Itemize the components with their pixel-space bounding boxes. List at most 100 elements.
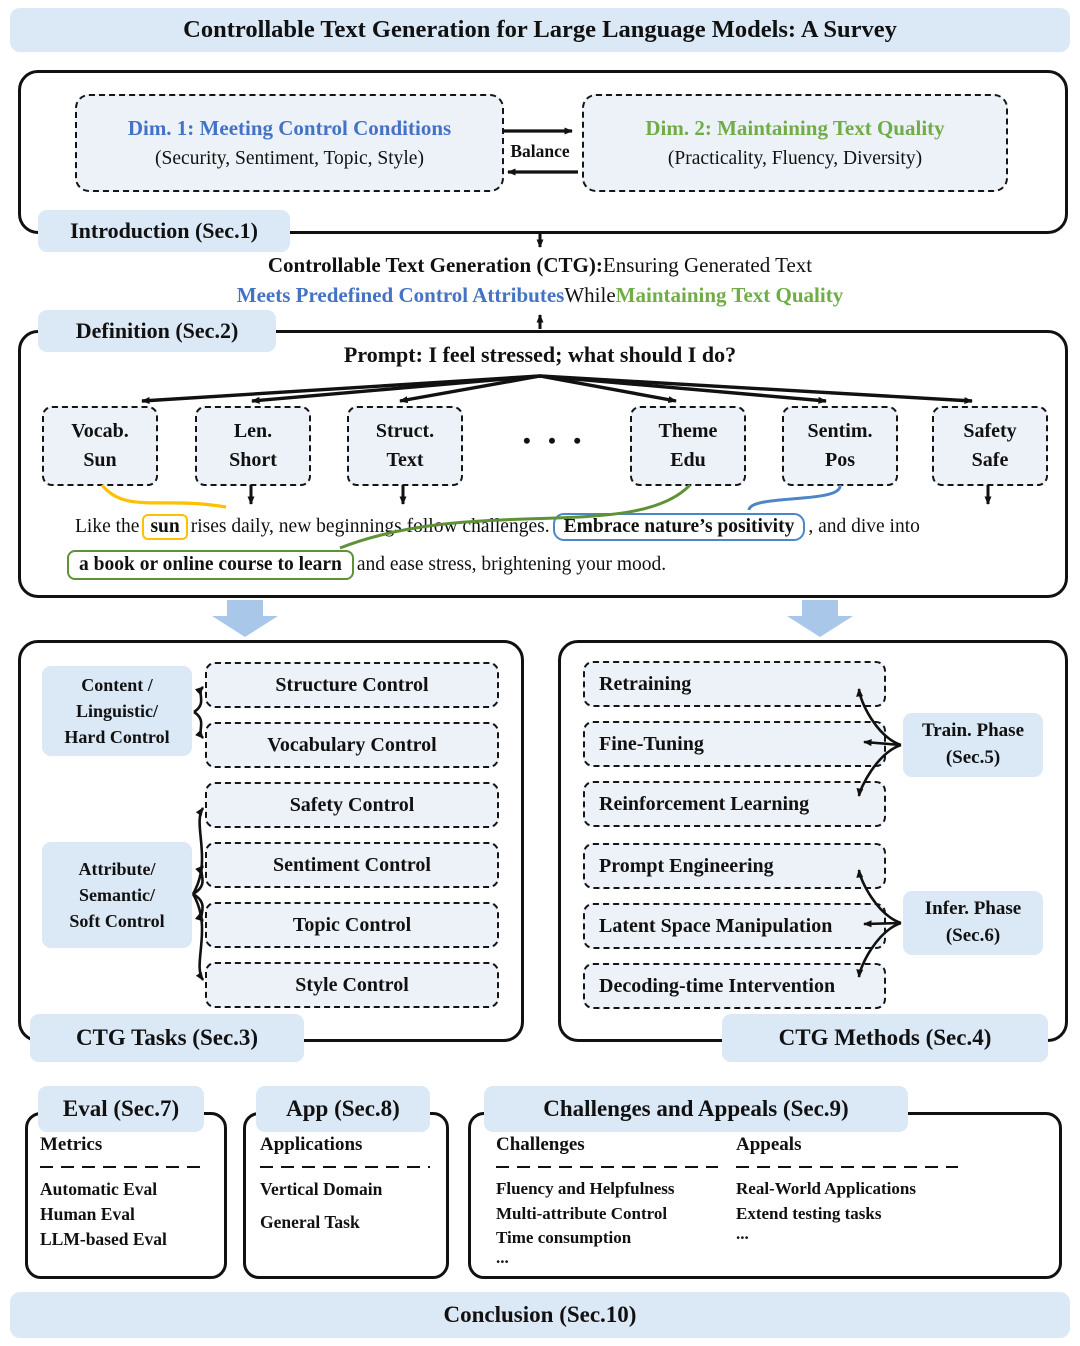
attr-theme-line2: Edu [670, 449, 706, 471]
task-box-style: Style Control [205, 962, 499, 1008]
tasks-section-label: CTG Tasks (Sec.3) [30, 1014, 304, 1062]
sentence-part2: rises daily, new beginnings follow chall… [190, 515, 550, 537]
attr-sentim-line2: Pos [825, 449, 855, 471]
appeals-divider [736, 1165, 958, 1169]
methods-section-label: CTG Methods (Sec.4) [722, 1014, 1048, 1062]
challenges-section-label: Challenges and Appeals (Sec.9) [484, 1086, 908, 1132]
eval-item: LLM-based Eval [40, 1229, 167, 1250]
balance-label: Balance [510, 140, 570, 161]
example-sentence-line2: a book or online course to learn and eas… [64, 546, 666, 584]
challenges-header: Challenges [496, 1134, 585, 1155]
method-box-prompt-engineering: Prompt Engineering [583, 843, 886, 889]
dim2-title: Dim. 2: Maintaining Text Quality [645, 115, 945, 140]
challenges-divider [496, 1165, 718, 1169]
example-sentence-line1: Like the sun rises daily, new beginnings… [75, 508, 920, 545]
challenges-item: Multi-attribute Control [496, 1203, 668, 1223]
attr-box-len: Len. Short [195, 406, 311, 486]
soft-control-group-label: Attribute/ Semantic/ Soft Control [42, 842, 192, 948]
infer-phase-line2: (Sec.6) [945, 925, 1001, 946]
eval-header: Metrics [40, 1134, 103, 1155]
prompt-text: Prompt: I feel stressed; what should I d… [343, 342, 737, 367]
attr-len-line1: Len. [233, 420, 273, 442]
methods-block-arrow [787, 600, 853, 637]
attr-struct-line2: Text [386, 449, 424, 471]
method-box-decoding-time: Decoding-time Intervention [583, 963, 886, 1009]
soft-group-line1: Attribute/ [78, 858, 156, 879]
introduction-section-label: Introduction (Sec.1) [38, 210, 290, 252]
train-phase-label: Train. Phase (Sec.5) [903, 713, 1043, 777]
challenges-item: Time consumption [496, 1227, 632, 1247]
method-box-reinforcement: Reinforcement Learning [583, 781, 886, 827]
hard-control-group-label: Content / Linguistic/ Hard Control [42, 666, 192, 756]
app-section-label: App (Sec.8) [256, 1086, 430, 1132]
method-box-finetuning: Fine-Tuning [583, 721, 886, 767]
soft-group-line2: Semantic/ [79, 884, 155, 905]
train-phase-line2: (Sec.5) [945, 747, 1001, 768]
task-box-topic: Topic Control [205, 902, 499, 948]
soft-group-line3: Soft Control [69, 911, 165, 932]
attr-struct-line1: Struct. [375, 420, 435, 442]
ctg-definition-blue: Meets Predefined Control Attributes [236, 283, 565, 307]
eval-item: Human Eval [40, 1204, 135, 1225]
conclusion-bar: Conclusion (Sec.10) [10, 1292, 1070, 1338]
ctg-definition-mid: While [564, 283, 616, 307]
appeals-item: Real-World Applications [736, 1179, 916, 1199]
definition-section-label: Definition (Sec.2) [38, 310, 276, 352]
dim1-box: Dim. 1: Meeting Control Conditions (Secu… [75, 94, 504, 192]
attr-theme-line1: Theme [658, 420, 718, 442]
hard-group-line3: Hard Control [64, 727, 170, 748]
hard-group-line2: Linguistic/ [75, 700, 159, 721]
method-box-retraining: Retraining [583, 661, 886, 707]
attr-safety-line2: Safe [971, 449, 1009, 471]
task-box-structure: Structure Control [205, 662, 499, 708]
attr-vocab-line1: Vocab. [71, 420, 129, 442]
attr-sentim-line1: Sentim. [807, 420, 873, 442]
appeals-item: Extend testing tasks [736, 1203, 882, 1223]
attr-len-line2: Short [229, 449, 277, 471]
dim2-subtitle: (Practicality, Fluency, Diversity) [667, 148, 923, 170]
appeals-item: ... [736, 1223, 749, 1243]
eval-content: Metrics Automatic Eval Human Eval LLM-ba… [40, 1132, 206, 1252]
task-box-vocabulary: Vocabulary Control [205, 722, 499, 768]
highlight-sun: sun [142, 513, 188, 540]
hard-group-line1: Content / [81, 674, 153, 695]
attr-vocab-line2: Sun [83, 449, 117, 471]
infer-phase-label: Infer. Phase (Sec.6) [903, 891, 1043, 955]
attr-box-theme: Theme Edu [630, 406, 746, 486]
appeals-header: Appeals [736, 1134, 802, 1155]
attr-safety-line1: Safety [963, 420, 1017, 442]
eval-divider [40, 1165, 206, 1169]
task-box-sentiment: Sentiment Control [205, 842, 499, 888]
infer-phase-line1: Infer. Phase [924, 898, 1022, 920]
ctg-definition-green: Maintaining Text Quality [615, 283, 844, 307]
dim1-subtitle: (Security, Sentiment, Topic, Style) [155, 148, 424, 170]
appeals-column: Appeals Real-World Applications Extend t… [736, 1132, 976, 1243]
dim1-title: Dim. 1: Meeting Control Conditions [127, 115, 452, 140]
eval-item: Automatic Eval [40, 1179, 158, 1200]
attr-box-vocab: Vocab. Sun [42, 406, 158, 486]
eval-section-label: Eval (Sec.7) [38, 1086, 204, 1132]
method-box-latent-space: Latent Space Manipulation [583, 903, 886, 949]
attr-box-sentim: Sentim. Pos [782, 406, 898, 486]
ctg-definition-bold: Controllable Text Generation (CTG): [267, 253, 603, 277]
app-header: Applications [260, 1134, 363, 1155]
sentence-part4: and ease stress, brightening your mood. [356, 554, 667, 575]
ctg-definition-line2: Meets Predefined Control Attributes Whil… [0, 283, 1080, 308]
sentence-part3: , and dive into [808, 515, 920, 537]
challenges-item: ... [496, 1247, 509, 1267]
dim2-box: Dim. 2: Maintaining Text Quality (Practi… [582, 94, 1008, 192]
ctg-definition-rest: Ensuring Generated Text [602, 253, 813, 277]
task-box-safety: Safety Control [205, 782, 499, 828]
attr-box-struct: Struct. Text [347, 406, 463, 486]
app-panel [243, 1112, 449, 1279]
train-phase-line1: Train. Phase [921, 720, 1025, 742]
challenges-item: Fluency and Helpfulness [496, 1179, 675, 1199]
figure-title: Controllable Text Generation for Large L… [10, 8, 1070, 52]
sentence-part1: Like the [75, 515, 140, 537]
attr-box-safety: Safety Safe [932, 406, 1048, 486]
figure-title-text: Controllable Text Generation for Large L… [183, 16, 897, 43]
challenges-panel [468, 1112, 1062, 1279]
tasks-block-arrow [212, 600, 278, 637]
attr-ellipsis: • • • [522, 428, 588, 453]
